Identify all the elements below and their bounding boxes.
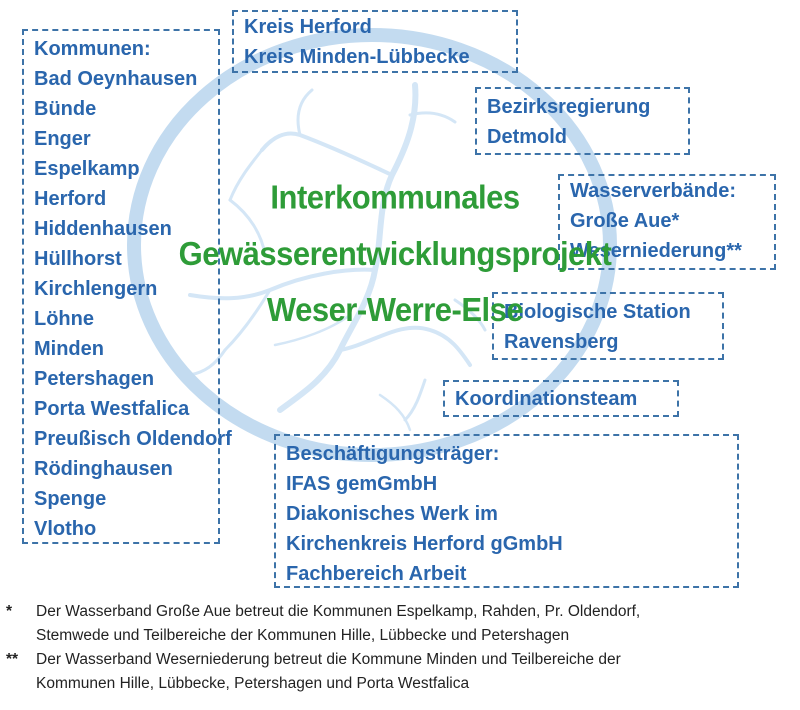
- footnote: ** Der Wasserband Weserniederung betreut…: [0, 648, 800, 696]
- bezirksregierung-box: Bezirksregierung Detmold: [475, 87, 690, 155]
- kommune-item: Spenge: [34, 488, 107, 510]
- beschaeftigungstraeger-item: Diakonisches Werk im: [286, 503, 498, 525]
- kreis-box: Kreis Herford Kreis Minden-Lübbecke: [232, 10, 518, 73]
- kreis-line: Kreis Herford: [244, 16, 372, 38]
- project-title-line: Weser-Werre-Else: [266, 290, 524, 329]
- kommune-item: Hiddenhausen: [34, 218, 172, 240]
- project-title: Interkommunales Gewässerentwicklungsproj…: [160, 170, 630, 338]
- koordinationsteam-box: Koordinationsteam: [443, 380, 679, 417]
- footnote-line: Der Wasserband Große Aue betreut die Kom…: [36, 603, 641, 620]
- footnotes: * Der Wasserband Große Aue betreut die K…: [0, 600, 800, 696]
- kommune-item: Porta Westfalica: [34, 398, 190, 420]
- footnote: * Der Wasserband Große Aue betreut die K…: [0, 600, 800, 648]
- kommune-item: Rödinghausen: [34, 458, 173, 480]
- beschaeftigungstraeger-item: Kirchenkreis Herford gGmbH: [286, 533, 563, 555]
- footnote-line: Kommunen Hille, Lübbecke, Petershagen un…: [36, 675, 470, 692]
- kommunen-box: Kommunen: Bad Oeynhausen Bünde Enger Esp…: [22, 29, 232, 544]
- wasserverband-item: Große Aue*: [570, 210, 680, 232]
- kommune-item: Enger: [34, 128, 91, 150]
- wasserverband-item: Weserniederung**: [570, 240, 742, 262]
- biologische-station-line: Ravensberg: [504, 331, 619, 353]
- kommune-item: Minden: [34, 338, 104, 360]
- kommune-item: Bünde: [34, 98, 97, 120]
- kommune-item: Löhne: [34, 308, 94, 330]
- beschaeftigungstraeger-item: IFAS gemGmbH: [286, 473, 438, 495]
- kommune-item: Bad Oeynhausen: [34, 68, 198, 90]
- kommune-item: Espelkamp: [34, 158, 140, 180]
- bezirksregierung-line: Bezirksregierung: [487, 96, 651, 118]
- kommunen-heading: Kommunen:: [34, 38, 151, 60]
- kreis-line: Kreis Minden-Lübbecke: [244, 46, 470, 68]
- beschaeftigungstraeger-item: Fachbereich Arbeit: [286, 563, 467, 585]
- footnote-marker: **: [6, 651, 19, 668]
- beschaeftigungstraeger-heading: Beschäftigungsträger:: [286, 443, 500, 465]
- background-graphic: [127, 28, 617, 462]
- biologische-station-line: Biologische Station: [504, 301, 691, 323]
- wasserverbaende-box: Wasserverbände: Große Aue* Weserniederun…: [558, 174, 776, 270]
- koordinationsteam-line: Koordinationsteam: [455, 388, 638, 410]
- kommune-item: Hüllhorst: [34, 248, 122, 270]
- beschaeftigungstraeger-box: Beschäftigungsträger: IFAS gemGmbH Diako…: [274, 434, 739, 588]
- river-network-graphic: [188, 82, 487, 432]
- footnote-line: Stemwede und Teilbereiche der Kommunen H…: [36, 627, 570, 644]
- kommune-item: Petershagen: [34, 368, 155, 390]
- kommune-item: Kirchlengern: [34, 278, 158, 300]
- ring-graphic: [127, 28, 617, 462]
- biologische-station-box: Biologische Station Ravensberg: [492, 292, 724, 360]
- footnote-line: Der Wasserband Weserniederung betreut di…: [36, 651, 621, 668]
- footnote-marker: *: [6, 603, 13, 620]
- kommune-item: Vlotho: [34, 518, 97, 540]
- wasserverbaende-heading: Wasserverbände:: [570, 180, 736, 202]
- kommune-item: Preußisch Oldendorf: [34, 428, 232, 450]
- bezirksregierung-line: Detmold: [487, 126, 567, 148]
- project-title-line: Gewässerentwicklungsprojekt: [178, 234, 612, 273]
- kommune-item: Herford: [34, 188, 107, 210]
- project-title-line: Interkommunales: [270, 178, 520, 217]
